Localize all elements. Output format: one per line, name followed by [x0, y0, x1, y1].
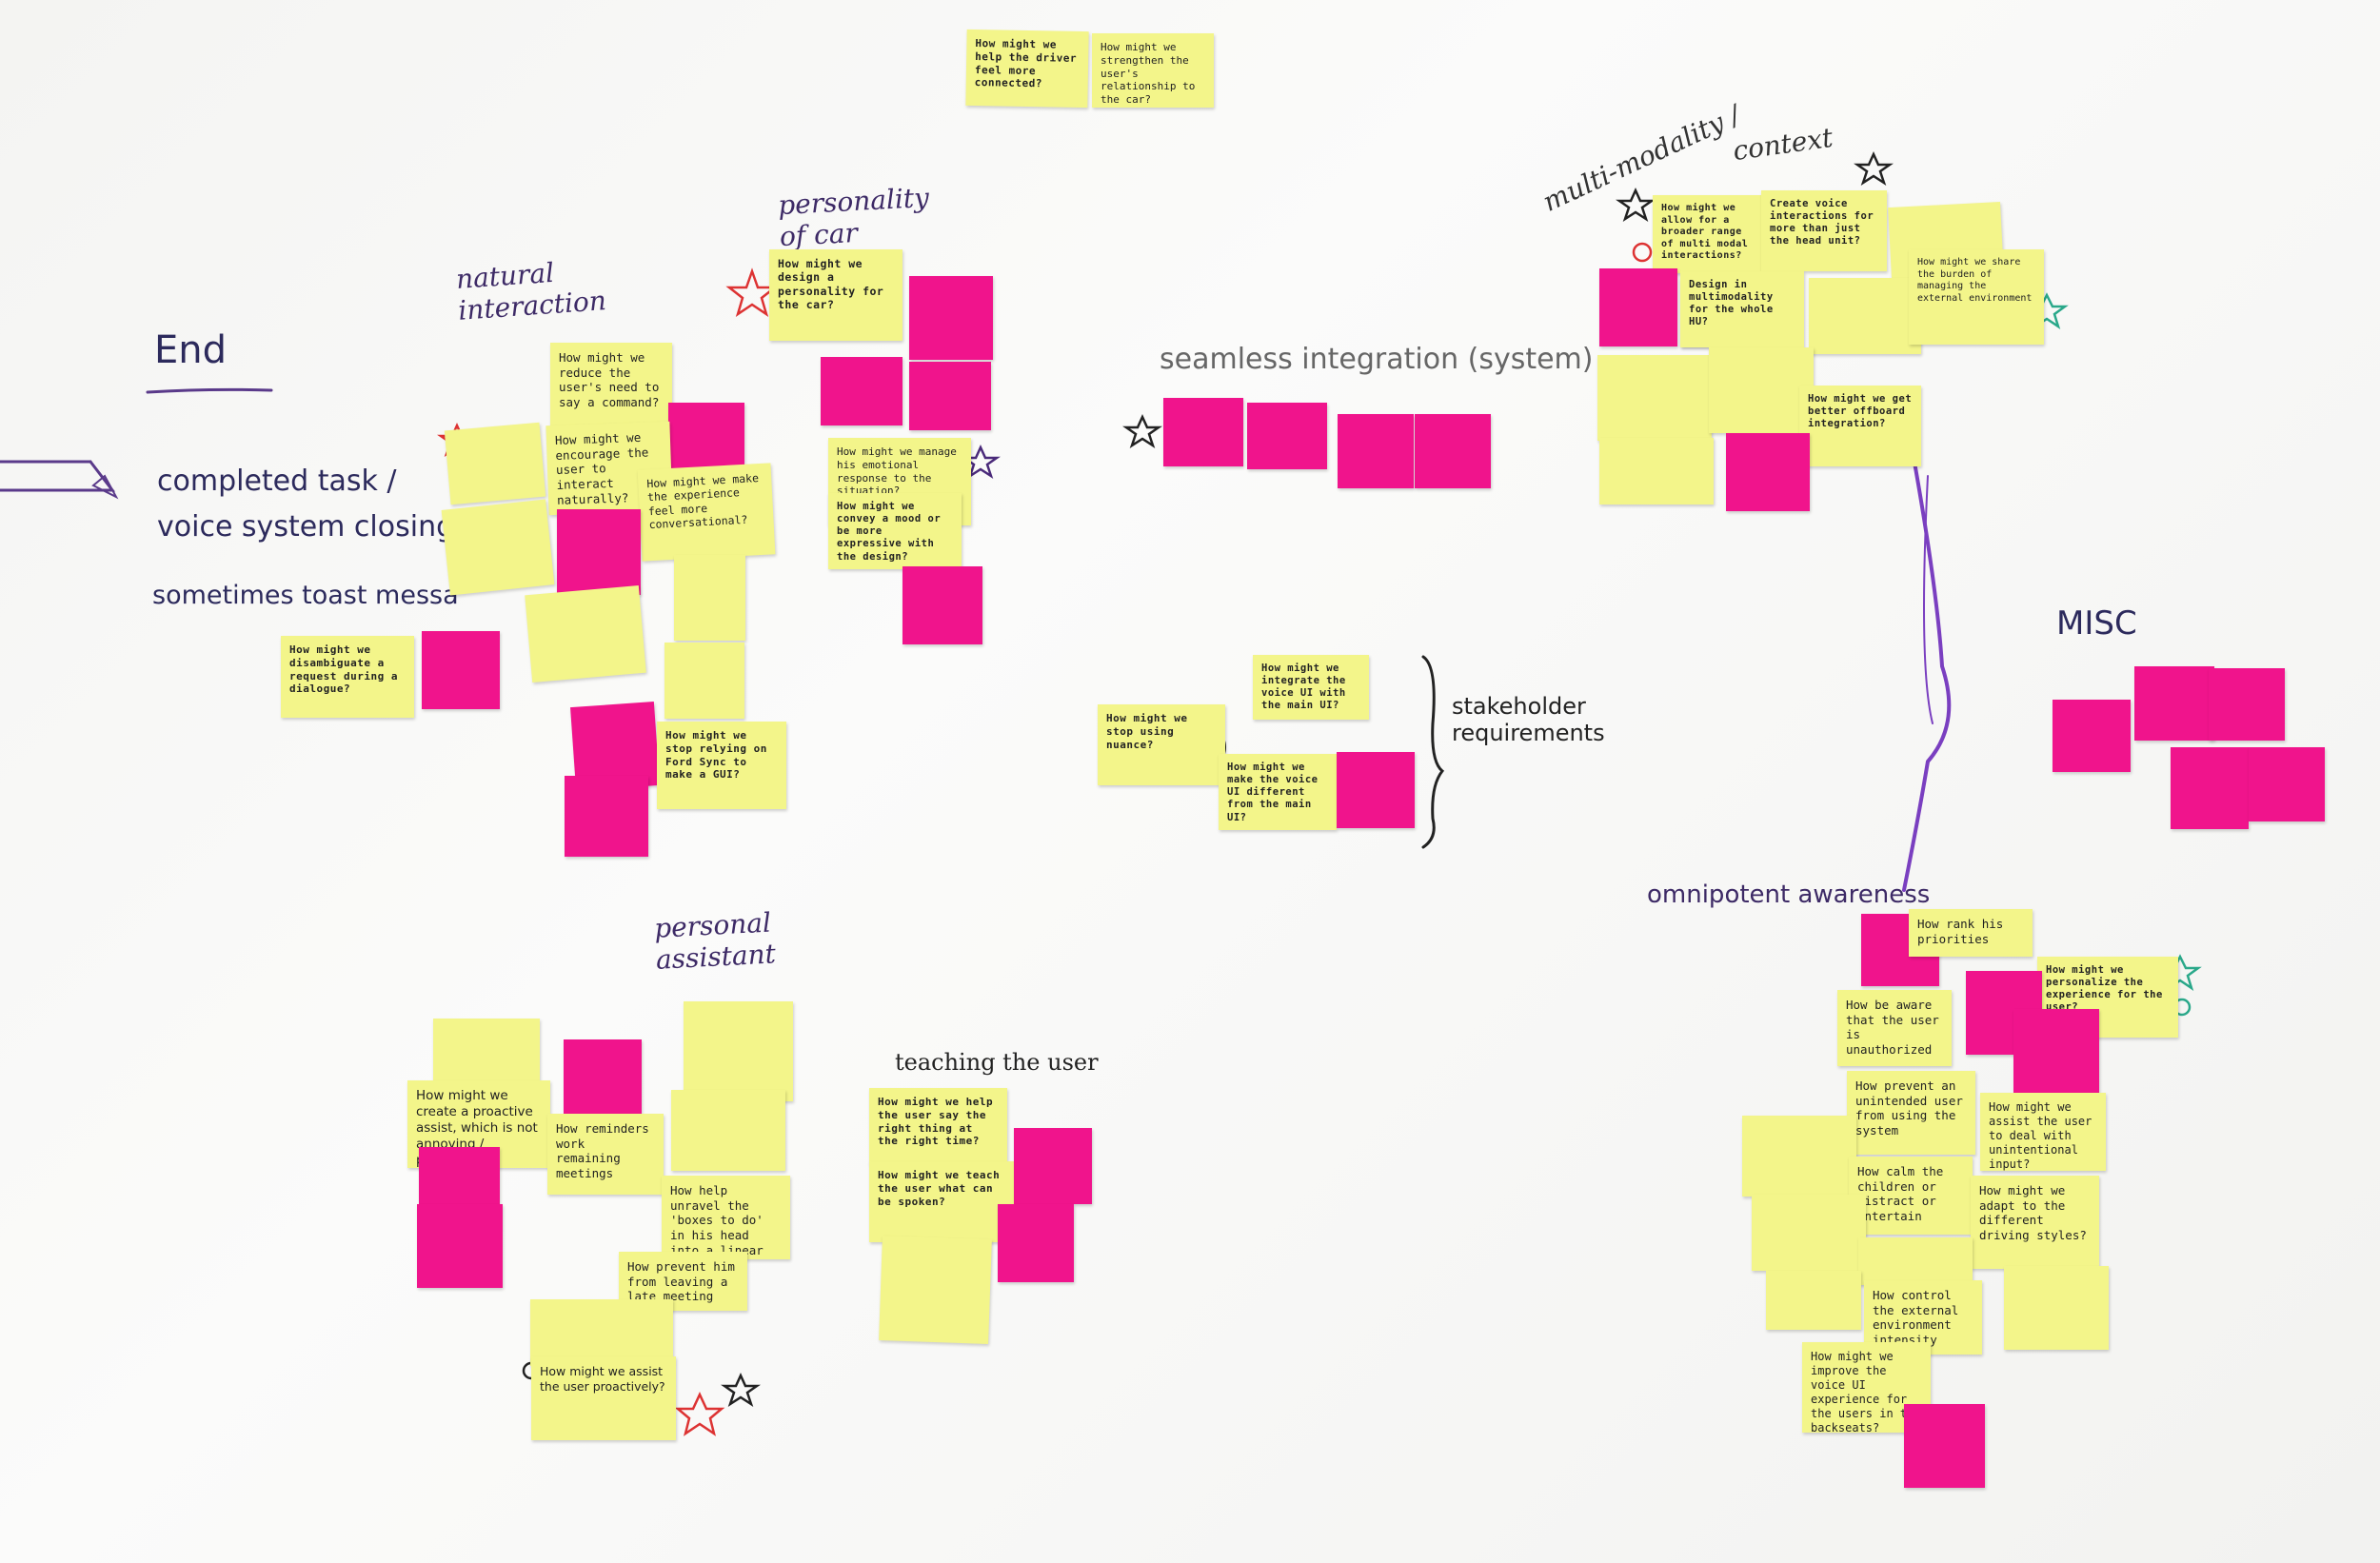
sticky-note-pink — [1415, 414, 1491, 488]
sticky-note — [1742, 1116, 1856, 1197]
sticky-note-pink — [2171, 747, 2249, 829]
sticky-note-pink — [2209, 668, 2285, 741]
sticky-note-pink — [909, 362, 991, 430]
sticky-note: How might we strengthen the user's relat… — [1092, 33, 1214, 108]
star-icon — [721, 1372, 761, 1407]
label-seamless: seamless integration (system) — [1160, 343, 1594, 376]
sticky-note — [1858, 1237, 1973, 1285]
sticky-note: How might we allow for a broader range o… — [1653, 195, 1769, 273]
sticky-note — [1599, 438, 1714, 505]
sticky-note-pink — [1599, 268, 1677, 346]
label-misc: MISC — [2056, 604, 2137, 643]
sticky-note: How help unravel the 'boxes to do' in hi… — [662, 1176, 790, 1259]
sticky-note-pink — [565, 776, 648, 857]
label-stakeholder: stakeholder requirements — [1452, 693, 1605, 746]
sticky-note: How might we help the user say the right… — [869, 1088, 1007, 1164]
sticky-note-pink — [2053, 700, 2131, 772]
sticky-note: How might we disambiguate a request duri… — [281, 636, 414, 718]
sticky-note: How might we convey a mood or be more ex… — [828, 493, 962, 569]
sticky-note: How might we reduce the user's need to s… — [550, 343, 672, 428]
sticky-note: How might we stop using nuance? — [1098, 704, 1225, 785]
sticky-note: How might we assist the user proactively… — [531, 1356, 676, 1440]
label-voice-closing: voice system closing — [157, 510, 455, 544]
sticky-note-pink — [998, 1204, 1074, 1282]
label-teaching: teaching the user — [895, 1049, 1099, 1076]
sticky-note-pink — [422, 631, 500, 709]
sticky-note-pink — [821, 357, 902, 425]
label-end: End — [154, 328, 228, 372]
sticky-note — [1752, 1195, 1866, 1271]
sticky-note — [530, 1299, 673, 1366]
sticky-note — [1709, 347, 1814, 433]
sticky-note — [441, 499, 555, 596]
sticky-note-pink — [1014, 1128, 1092, 1204]
sticky-note: How reminders work remaining meetings — [547, 1114, 664, 1195]
sticky-note: How might we get better offboard integra… — [1799, 386, 1921, 466]
sticky-note: How might we make the voice UI different… — [1219, 754, 1337, 830]
label-toast: sometimes toast messa — [152, 581, 459, 610]
sticky-note: How might we integrate the voice UI with… — [1253, 655, 1369, 720]
sticky-note — [664, 643, 744, 719]
star-icon — [1854, 150, 1894, 186]
sticky-note — [2004, 1266, 2109, 1350]
sticky-note: How might we share the burden of managin… — [1909, 249, 2044, 345]
star-icon — [725, 267, 779, 317]
sticky-note — [674, 555, 745, 641]
sticky-note-pink — [902, 566, 982, 644]
sticky-note-pink — [417, 1204, 503, 1288]
sticky-note: Design in multimodality for the whole HU… — [1680, 271, 1804, 347]
star-icon — [674, 1392, 725, 1436]
sticky-note-pink — [2013, 1009, 2099, 1093]
sticky-note: How be aware that the user is unauthoriz… — [1837, 990, 1952, 1066]
sticky-note: How prevent an unintended user from usin… — [1847, 1071, 1975, 1155]
label-context: context — [1731, 121, 1835, 168]
sticky-note-pink — [1247, 403, 1327, 469]
label-personal-assistant: personal assistant — [653, 906, 777, 976]
sticky-note — [1597, 355, 1712, 441]
sticky-note — [444, 422, 546, 505]
sticky-note-pink — [557, 509, 641, 595]
sticky-note — [1766, 1271, 1861, 1330]
sticky-note: How might we improve the voice UI experi… — [1802, 1342, 1931, 1433]
sticky-note-pink — [1726, 433, 1810, 511]
sticky-note — [525, 584, 646, 683]
sticky-note: How might we help the driver feel more c… — [965, 29, 1089, 109]
sticky-note: How might we teach the user what can be … — [869, 1161, 1021, 1242]
sticky-note — [671, 1090, 785, 1171]
sticky-note-pink — [1337, 752, 1415, 828]
sticky-note: How might we design a personality for th… — [769, 249, 902, 341]
sticky-note: How might we make the experience feel mo… — [637, 463, 776, 562]
sticky-note-pink — [564, 1039, 642, 1118]
star-icon — [1122, 413, 1162, 448]
sticky-note: How calm the children or distract or ent… — [1849, 1157, 1973, 1235]
label-completed-task: completed task / — [157, 465, 397, 498]
label-natural-interaction: natural interaction — [454, 256, 607, 326]
sticky-note: Create voice interactions for more than … — [1761, 190, 1887, 271]
sticky-note — [879, 1236, 992, 1344]
label-personality: personality of car — [777, 181, 930, 253]
sticky-note-pink — [2134, 666, 2214, 741]
sticky-note: How rank his priorities — [1909, 909, 2033, 957]
sticky-note-pink — [2249, 747, 2325, 821]
sticky-note: How might we stop relying on Ford Sync t… — [657, 722, 786, 809]
star-icon — [1616, 187, 1656, 222]
sticky-note: How might we adapt to the different driv… — [1971, 1176, 2099, 1269]
sticky-note-pink — [909, 276, 993, 360]
sticky-note — [684, 1001, 793, 1101]
label-omnipotent: omnipotent awareness — [1647, 880, 1931, 909]
sticky-note-pink — [1338, 414, 1414, 488]
sticky-note-pink — [1904, 1404, 1985, 1488]
sticky-note — [1809, 278, 1921, 354]
sticky-note: How might we assist the user to deal wit… — [1980, 1093, 2106, 1171]
sticky-note-pink — [1163, 398, 1243, 466]
